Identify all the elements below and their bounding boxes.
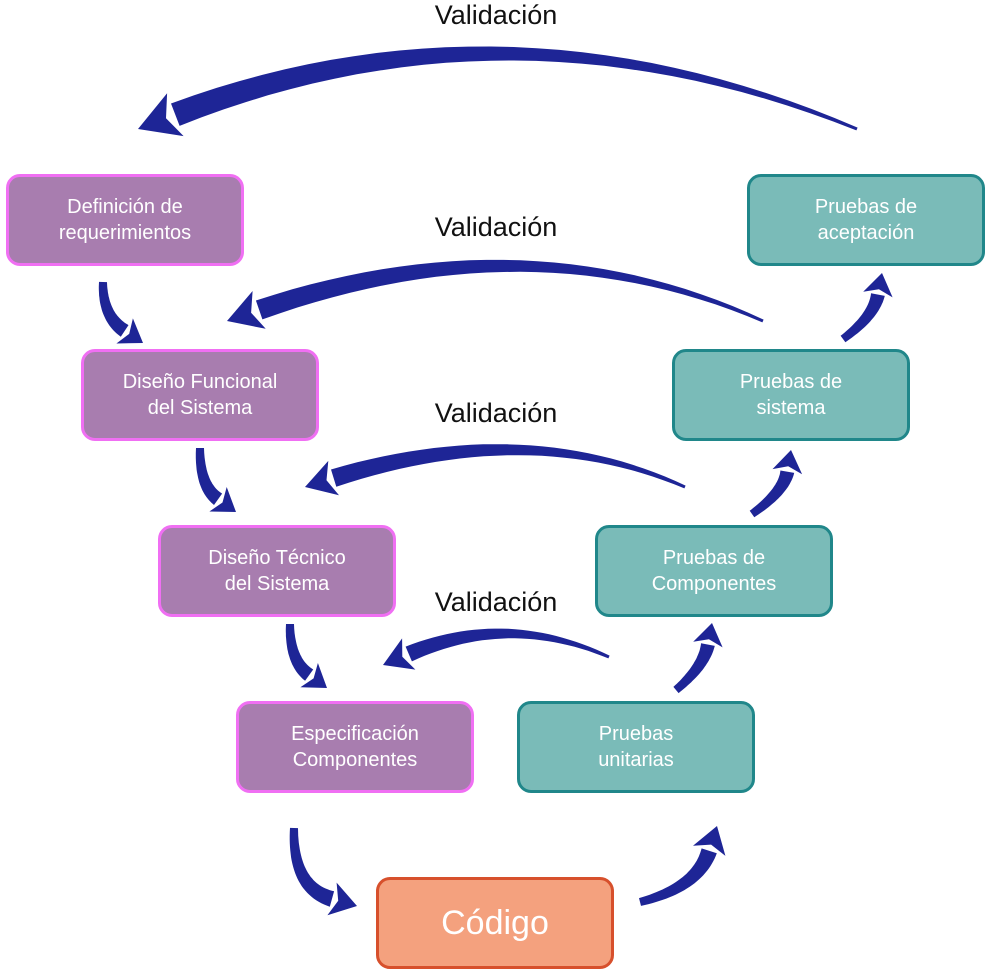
up-arrow-1-shaft	[639, 848, 717, 906]
validation-arrow-2-shaft	[255, 259, 764, 323]
down-arrow-3-shaft	[285, 624, 314, 681]
down-arrow-4-head	[327, 882, 357, 916]
validation-arrow-4-shaft	[405, 628, 610, 662]
down-arrow-1-head	[116, 318, 143, 344]
up-arrow-2-shaft	[673, 643, 715, 694]
node-pruebas-componentes[interactable]: Pruebas de Componentes	[595, 525, 833, 617]
down-arrow-2-head	[209, 487, 236, 512]
node-especificacion-componentes[interactable]: Especificación Componentes	[236, 701, 474, 793]
validation-arrow-top-shaft	[171, 46, 858, 131]
node-definicion-requerimientos[interactable]: Definición de requerimientos	[6, 174, 244, 266]
validation-arrow-4-head	[383, 638, 416, 670]
validation-label-2: Validación	[434, 212, 558, 242]
node-label: Pruebas de sistema	[739, 370, 843, 419]
validation-label-3: Validación	[434, 398, 558, 428]
node-pruebas-aceptacion[interactable]: Pruebas de aceptación	[747, 174, 985, 266]
node-pruebas-sistema[interactable]: Pruebas de sistema	[672, 349, 910, 441]
node-diseno-funcional[interactable]: Diseño Funcional del Sistema	[81, 349, 319, 441]
validation-arrow-3-shaft	[331, 444, 686, 489]
up-arrow-3-head	[772, 450, 803, 475]
node-label: Pruebas de aceptación	[814, 195, 918, 244]
validation-label-top: Validación	[434, 0, 558, 30]
node-label: Especificación Componentes	[291, 722, 419, 771]
up-arrow-3-shaft	[749, 470, 795, 518]
down-arrow-3-head	[300, 663, 327, 688]
node-label: Pruebas de Componentes	[651, 546, 777, 595]
node-diseno-tecnico[interactable]: Diseño Técnico del Sistema	[158, 525, 396, 617]
up-arrow-1-head	[693, 826, 726, 856]
node-label: Diseño Funcional del Sistema	[122, 370, 278, 419]
validation-arrow-top-head	[138, 93, 184, 137]
node-label: Definición de requerimientos	[58, 195, 192, 244]
up-arrow-4-head	[863, 273, 893, 298]
node-pruebas-unitarias[interactable]: Pruebas unitarias	[517, 701, 755, 793]
down-arrow-1-shaft	[98, 281, 129, 337]
validation-arrow-3-head	[305, 460, 339, 496]
node-codigo[interactable]: Código	[376, 877, 614, 969]
up-arrow-2-head	[693, 623, 723, 648]
node-label: Pruebas unitarias	[598, 722, 674, 771]
node-label: Diseño Técnico del Sistema	[208, 546, 346, 595]
down-arrow-2-shaft	[195, 448, 223, 505]
down-arrow-4-shaft	[289, 827, 335, 907]
validation-label-4: Validación	[434, 587, 558, 617]
node-label: Código	[441, 903, 549, 942]
up-arrow-4-shaft	[840, 293, 885, 343]
validation-arrow-2-head	[227, 291, 266, 329]
